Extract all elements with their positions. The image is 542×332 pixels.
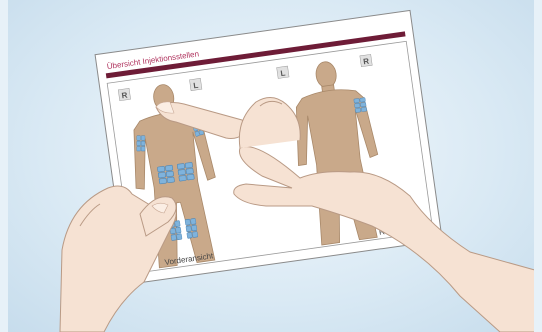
side-frame [0, 0, 542, 332]
illustration-scene: Übersicht Injektionsstellen R L L R [0, 0, 542, 332]
